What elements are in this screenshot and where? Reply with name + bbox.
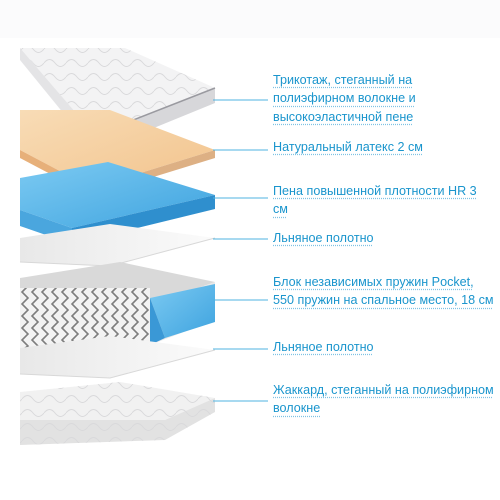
layer-knit xyxy=(20,48,216,152)
label-latex[interactable]: Натуральный латекс 2 см xyxy=(273,140,423,154)
top-band xyxy=(0,0,500,38)
label-linen-2[interactable]: Льняное полотно xyxy=(273,340,374,354)
layer-springs xyxy=(20,262,215,354)
label-linen-1[interactable]: Льняное полотно xyxy=(273,231,374,245)
label-foam[interactable]: Пена повышенной плотности HR 3 см xyxy=(273,184,477,217)
layer-linen-2 xyxy=(19,336,216,379)
label-knit[interactable]: Трикотаж, стеганный на полиэфирном волок… xyxy=(273,73,416,124)
label-springs[interactable]: Блок независимых пружин Pocket, 550 пруж… xyxy=(273,275,494,308)
leader-lines xyxy=(213,99,268,402)
label-jacquard[interactable]: Жаккард, стеганный на полиэфирном волокн… xyxy=(273,383,494,416)
layer-jacquard xyxy=(20,382,215,445)
